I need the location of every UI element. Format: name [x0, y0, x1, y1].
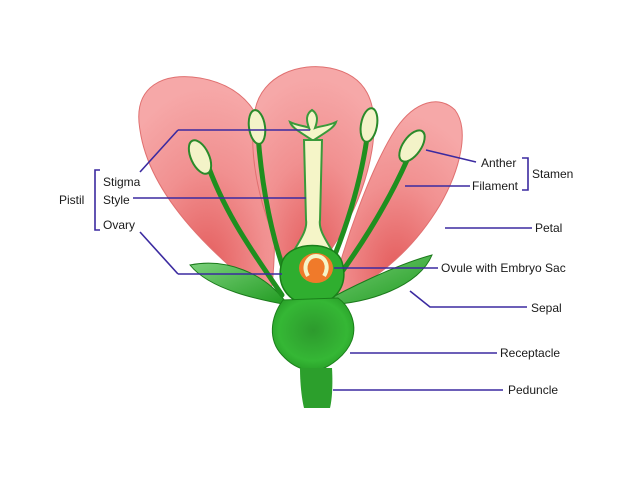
stigma-label: Stigma — [103, 175, 141, 189]
leader-lines — [94, 129, 532, 391]
anther-label: Anther — [481, 156, 517, 170]
sepal-label: Sepal — [531, 301, 562, 315]
ovule-label: Ovule with Embryo Sac — [441, 261, 566, 275]
anther-4 — [398, 129, 426, 163]
pistil — [279, 108, 345, 306]
style-label: Style — [103, 193, 130, 207]
peduncle-shape — [300, 368, 333, 408]
pistil-bracket — [94, 169, 100, 231]
peduncle-label: Peduncle — [508, 383, 559, 397]
filament-label: Filament — [472, 179, 519, 193]
pistil-label: Pistil — [59, 193, 85, 207]
anther-3 — [359, 107, 379, 143]
stamen-bracket — [522, 157, 529, 191]
receptacle-shape — [271, 297, 355, 371]
receptacle-label: Receptacle — [500, 346, 561, 360]
ovary-label: Ovary — [103, 218, 136, 232]
stigma-shape — [288, 108, 338, 141]
anthers — [187, 107, 426, 175]
anther-line — [425, 149, 477, 163]
stamen-label: Stamen — [532, 167, 574, 181]
sepal-line — [409, 290, 527, 308]
filament-1 — [203, 157, 285, 298]
petal-label: Petal — [535, 221, 563, 235]
embryo-sac — [303, 253, 329, 278]
ovary-line — [139, 231, 179, 275]
anther-2 — [247, 109, 267, 145]
stigma-line — [139, 129, 179, 173]
receptacle-peduncle — [271, 297, 355, 408]
anther-1 — [187, 139, 213, 175]
